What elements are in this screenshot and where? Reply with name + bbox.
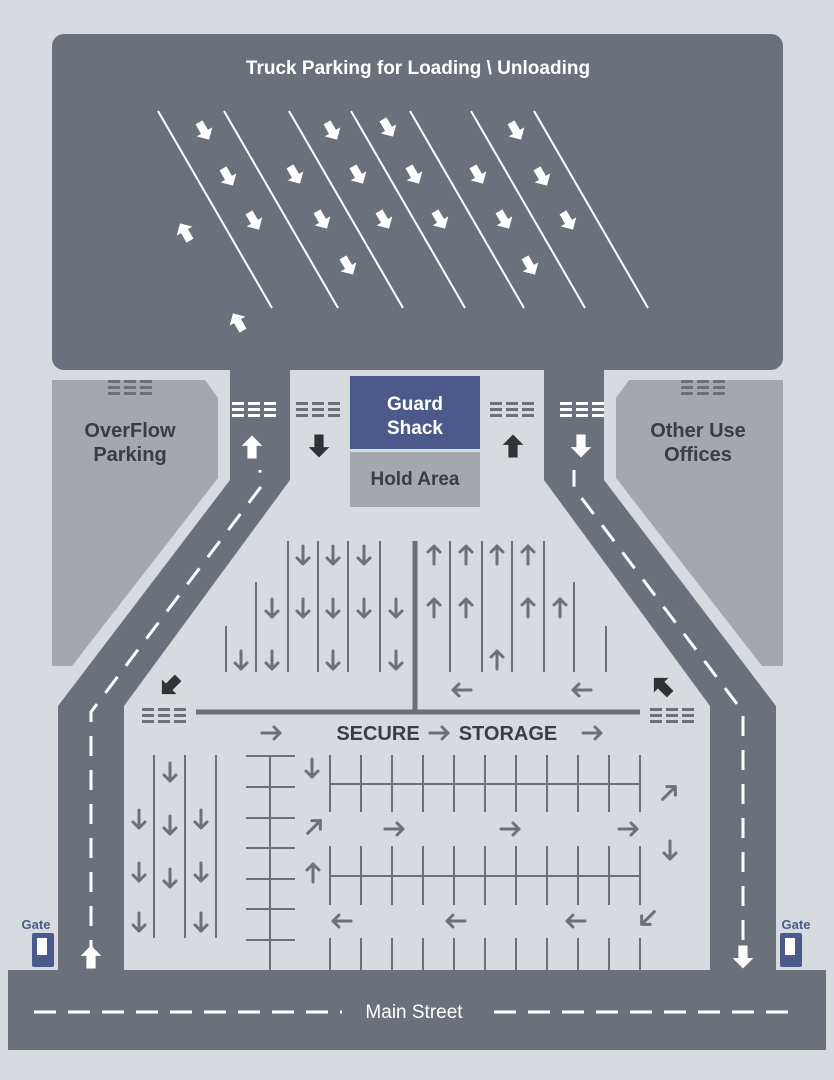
gate-right-label: Gate	[782, 917, 811, 932]
guard-shack: Guard Shack	[350, 376, 480, 449]
truck-stall-lines	[157, 110, 649, 309]
overflow-label-line2: Parking	[93, 444, 166, 466]
gate-left-label: Gate	[22, 917, 51, 932]
hold-area-label: Hold Area	[370, 469, 459, 490]
access-roads	[58, 370, 776, 970]
other-use-label-line2: Offices	[664, 444, 732, 466]
truck-parking-lot: Truck Parking for Loading \ Unloading	[52, 34, 783, 370]
other-use-offices-area: Other Use Offices	[616, 380, 783, 666]
main-street-label: Main Street	[365, 1002, 463, 1023]
gate-right: Gate	[780, 917, 810, 967]
lot-lane-markers	[142, 670, 694, 723]
truck-parking-title: Truck Parking for Loading \ Unloading	[246, 58, 590, 79]
hold-area: Hold Area	[350, 452, 480, 507]
overflow-label-line1: OverFlow	[84, 420, 176, 442]
secure-label: SECURE	[336, 723, 419, 745]
storage-label: STORAGE	[459, 723, 558, 745]
overflow-parking-area: OverFlow Parking	[52, 380, 218, 666]
other-use-label-line1: Other Use	[650, 420, 746, 442]
gate-left: Gate	[22, 917, 54, 967]
main-street: Main Street	[8, 970, 826, 1050]
guard-shack-label-line2: Shack	[387, 418, 443, 439]
guard-shack-label-line1: Guard	[387, 394, 443, 415]
secure-storage-label: SECURE STORAGE	[336, 723, 557, 745]
secure-storage-lot	[153, 541, 641, 970]
